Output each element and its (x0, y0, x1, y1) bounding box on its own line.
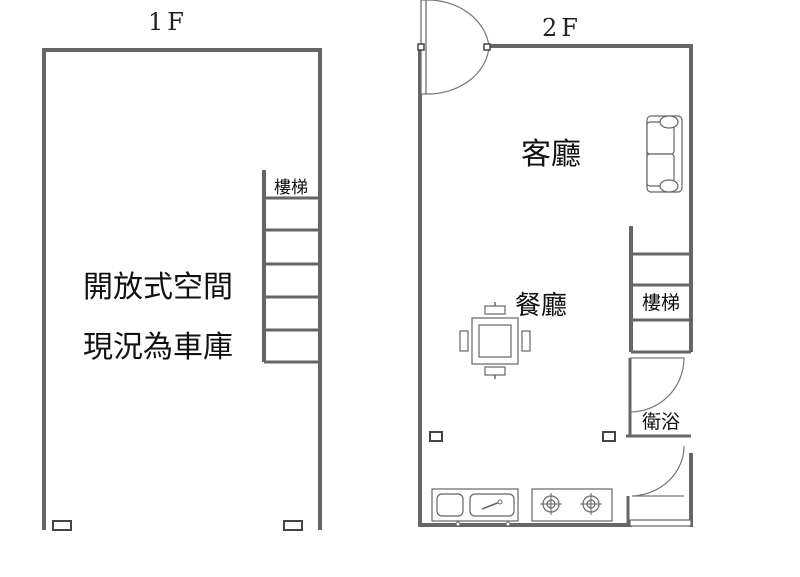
living-room-label: 客廳 (521, 137, 581, 172)
entry-door (417, 0, 491, 95)
floor-1-title: 1F (148, 8, 188, 36)
sink-icon (431, 488, 519, 527)
floor-1-room-label-line2: 現況為車庫 (83, 330, 233, 365)
floor-1-walls (42, 48, 322, 530)
floor-1: 1F 樓梯 開放式空間 現況為車庫 (42, 8, 322, 531)
wall-fixture-left (429, 431, 443, 442)
bathroom: 衛浴 (626, 357, 692, 527)
floor-1-stairs-label: 樓梯 (274, 178, 308, 198)
floor-2-stairs-label: 樓梯 (642, 292, 680, 314)
pillar-left (52, 520, 72, 531)
floor-1-staircase: 樓梯 (262, 170, 320, 364)
stove-icon (531, 488, 613, 522)
sofa-icon (646, 115, 683, 193)
pillar-right (283, 520, 303, 531)
bathroom-window (629, 519, 692, 527)
floor-1-room-label-line1: 開放式空間 (83, 270, 233, 305)
floor-2: 2F 客廳 樓梯 (417, 0, 693, 527)
wall-fixture-right (602, 431, 616, 442)
floor-2-title: 2F (542, 14, 582, 42)
dining-room-label: 餐廳 (515, 291, 567, 321)
floor-2-top-right-wall (487, 44, 693, 254)
floor-2-staircase: 樓梯 (629, 226, 693, 354)
dining-table-icon (459, 302, 531, 379)
bathroom-label: 衛浴 (642, 411, 680, 433)
